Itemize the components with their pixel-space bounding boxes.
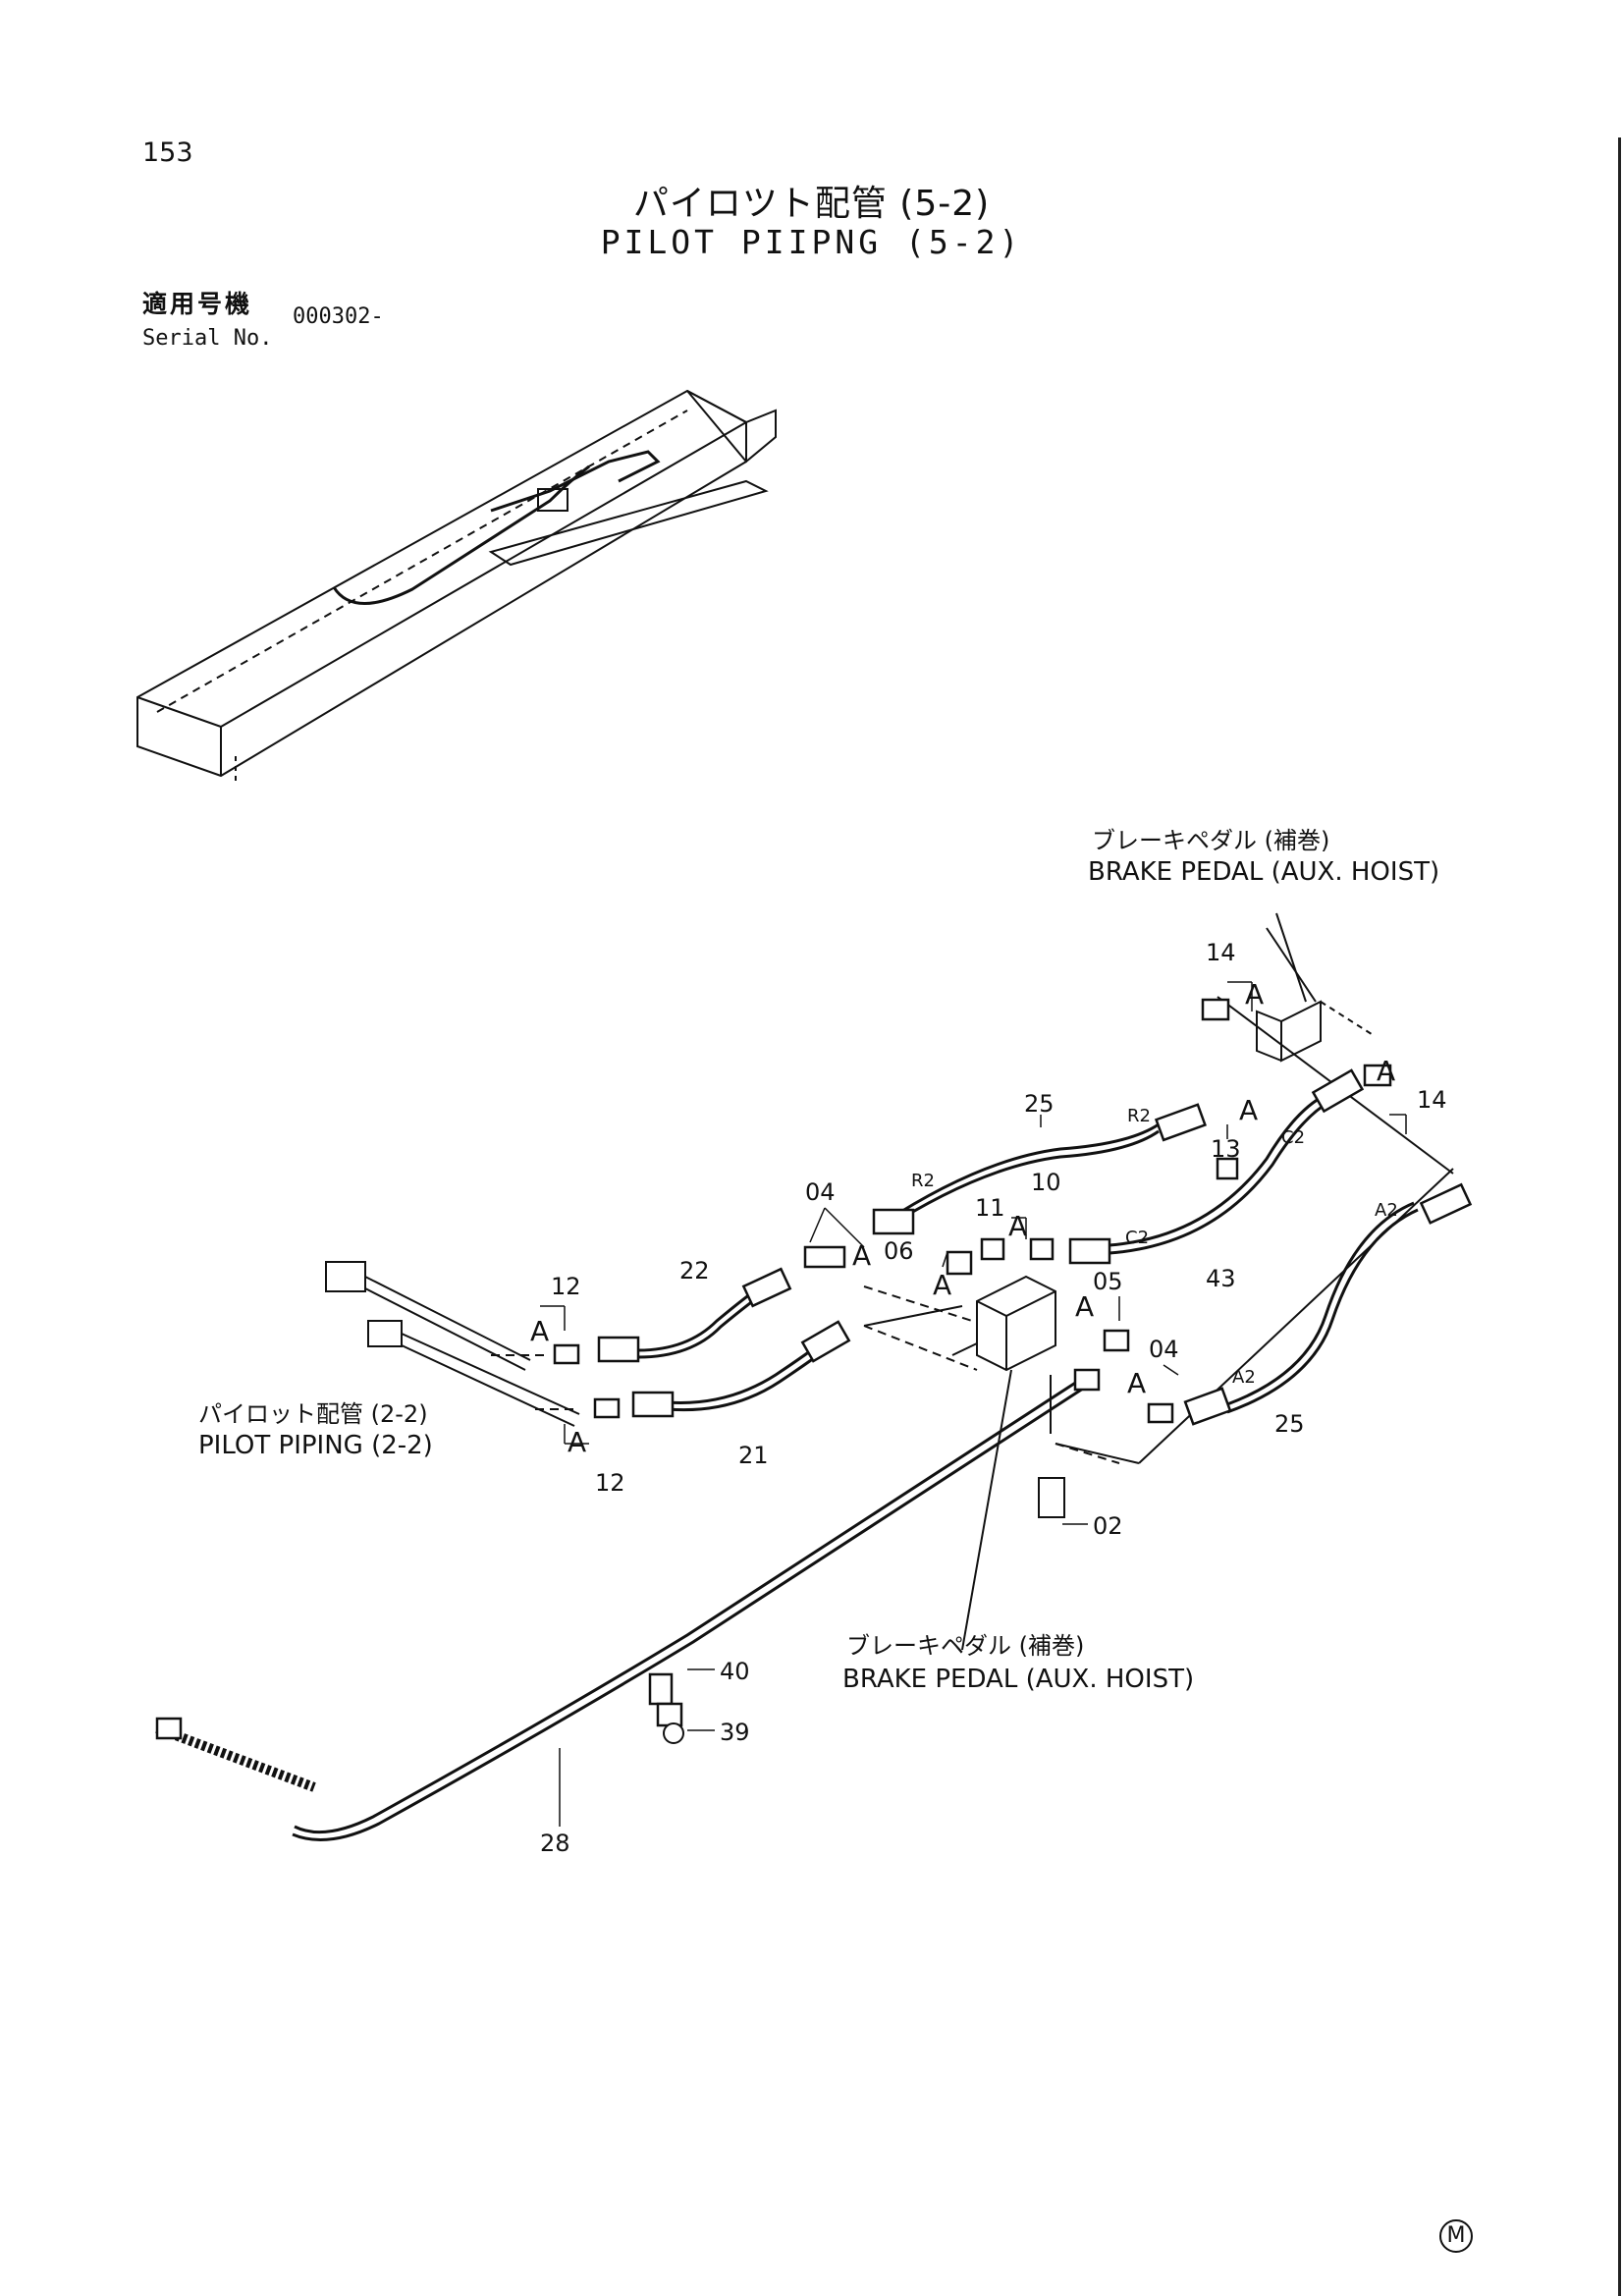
cab-overview-drawing	[136, 389, 777, 786]
part-10-label: 10	[1031, 1169, 1061, 1196]
pilot-piping-label-jp: パイロット配管 (2-2)	[198, 1400, 428, 1428]
detail-a-marker: A	[1239, 1094, 1258, 1126]
part-39-label: 39	[720, 1719, 750, 1746]
part-12a-label: 12	[551, 1273, 581, 1300]
detail-markers: A A A A A A A A A A	[530, 978, 1395, 1458]
part-21-label: 21	[738, 1442, 769, 1469]
part-06-label: 06	[884, 1237, 914, 1265]
lower-brake-pedal-block	[951, 1275, 1065, 1651]
part-05-label: 05	[1093, 1268, 1123, 1295]
brake-pedal-top-label-jp: ブレーキペダル (補巻)	[1092, 827, 1330, 854]
manufacturer-mark: M	[1439, 2219, 1473, 2253]
part-43-label: 43	[1206, 1265, 1236, 1292]
hose-25-right	[1226, 1201, 1415, 1406]
hose-21	[667, 1339, 826, 1404]
part-02-label: 02	[1093, 1512, 1123, 1540]
hose-22	[637, 1285, 762, 1352]
port-c2-lower: C2	[1125, 1228, 1149, 1248]
hose-43	[1109, 1093, 1326, 1247]
part-14b-label: 14	[1417, 1086, 1447, 1114]
part-40-label: 40	[720, 1658, 750, 1685]
part-04a-label: 04	[805, 1178, 836, 1206]
detail-a-marker: A	[530, 1315, 549, 1347]
pilot-piping-label-en: PILOT PIPING (2-2)	[198, 1431, 433, 1460]
port-a2-upper: A2	[1375, 1200, 1398, 1221]
part-11-label: 11	[975, 1194, 1005, 1222]
fittings	[155, 998, 1473, 1740]
detail-a-marker: A	[568, 1426, 586, 1458]
detail-a-marker: A	[933, 1269, 951, 1301]
bolt-39-head	[663, 1722, 684, 1744]
part-14a-label: 14	[1206, 939, 1236, 966]
detail-a-marker: A	[1127, 1367, 1146, 1399]
detail-a-marker: A	[1075, 1290, 1094, 1323]
port-c2-upper: C2	[1281, 1127, 1305, 1148]
part-12b-label: 12	[595, 1469, 625, 1497]
serial-label-en: Serial No.	[142, 326, 273, 351]
leader-lines	[491, 1285, 1120, 1464]
brake-pedal-top-label-en: BRAKE PEDAL (AUX. HOIST)	[1088, 857, 1440, 887]
detail-a-marker: A	[1245, 978, 1264, 1011]
cable-28	[294, 1378, 1081, 1834]
port-r2-lower: R2	[911, 1171, 935, 1191]
port-r2-upper: R2	[1127, 1106, 1151, 1126]
part-leaders	[540, 981, 1407, 1827]
port-a2-lower: A2	[1232, 1367, 1256, 1388]
serial-label-jp: 適用号機	[142, 290, 253, 318]
detail-a-marker: A	[852, 1239, 871, 1272]
part-04b-label: 04	[1149, 1336, 1179, 1363]
detail-a-marker: A	[1008, 1210, 1027, 1242]
upper-brake-pedal-block	[1217, 912, 1454, 1175]
part-22-label: 22	[679, 1257, 710, 1285]
page-edge-line	[1618, 137, 1621, 2296]
page-number: 153	[142, 137, 193, 168]
detail-a-marker: A	[1377, 1055, 1395, 1087]
part-25a-label: 25	[1024, 1090, 1055, 1118]
part-number-labels: 14 14 13 25 25 10 11 04 04 06 05 43 22 2…	[540, 939, 1447, 1857]
brake-pedal-bottom-label-en: BRAKE PEDAL (AUX. HOIST)	[842, 1665, 1195, 1694]
port-labels: R2 R2 C2 C2 A2 A2	[911, 1106, 1398, 1388]
page-title-jp: パイロツト配管 (5-2)	[632, 184, 991, 224]
pilot-piping-left-pipes	[325, 1261, 580, 1427]
part-13-label: 13	[1211, 1135, 1241, 1163]
part-28-label: 28	[540, 1830, 570, 1857]
serial-value: 000302-	[293, 304, 384, 329]
hose-25-upper	[883, 1122, 1160, 1225]
page-title-en: PILOT PIIPNG (5-2)	[600, 223, 1023, 261]
part-25b-label: 25	[1274, 1410, 1305, 1438]
